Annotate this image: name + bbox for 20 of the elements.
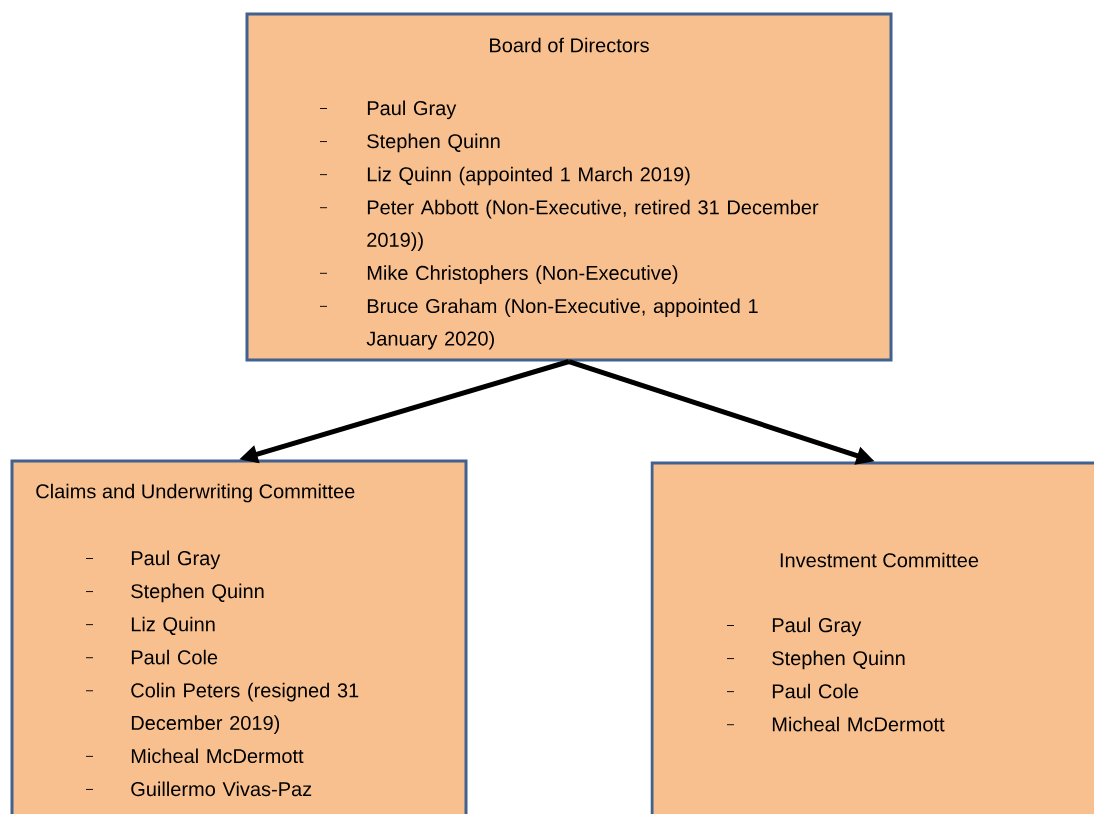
list-item: Paul Cole xyxy=(85,649,218,665)
list-item: Colin Peters (resigned 31 December 2019) xyxy=(85,682,359,734)
list-item: Stephen Quinn xyxy=(85,583,264,603)
heading: Board of Directors xyxy=(490,37,649,53)
list-item: Stephen Quinn xyxy=(726,650,905,670)
list-item: Paul Gray xyxy=(319,100,457,120)
list-item: Peter Abbott (Non-Executive, retired 31 December 2019)) xyxy=(319,199,819,251)
heading: Investment Committee xyxy=(780,552,979,568)
list-item: Paul Gray xyxy=(726,617,862,637)
list-item: Micheal McDermott xyxy=(85,748,304,764)
list-item: Stephen Quinn xyxy=(319,133,500,153)
heading: Claims and Underwriting Committee xyxy=(36,483,355,503)
list-item: Mike Christophers (Non-Executive) xyxy=(319,265,678,284)
list-item: Micheal McDermott xyxy=(726,716,945,732)
list-item: Paul Cole xyxy=(726,683,859,699)
list-item: Guillermo Vivas-Paz xyxy=(85,781,312,797)
list-item: Paul Gray xyxy=(85,550,221,570)
list-item: Liz Quinn (appointed 1 March 2019) xyxy=(319,166,690,186)
list-item: Liz Quinn xyxy=(85,616,215,635)
list-item: Bruce Graham (Non-Executive, appointed 1 January 2020) xyxy=(319,298,758,350)
